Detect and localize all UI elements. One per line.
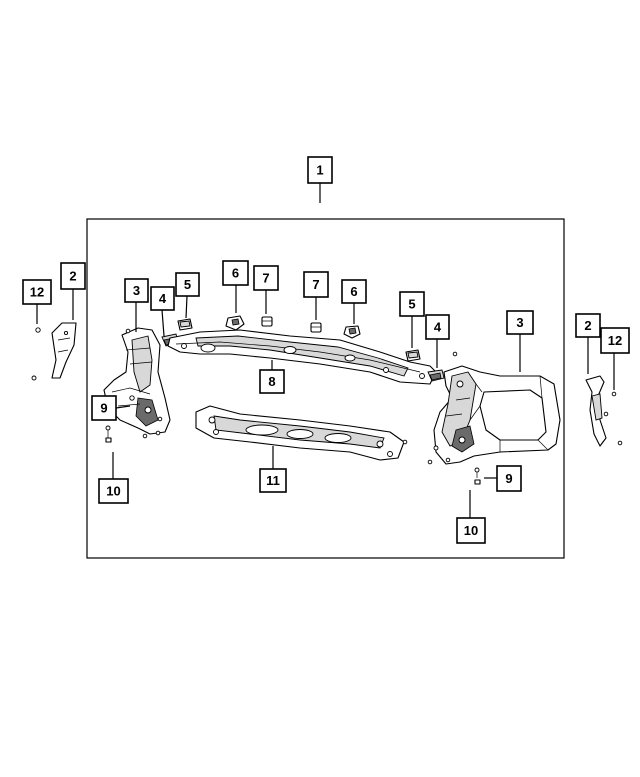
svg-text:4: 4 (159, 291, 167, 306)
part-8-upper-crossmember (167, 329, 437, 385)
svg-text:11: 11 (266, 473, 280, 488)
callout-6-right: 6 (341, 279, 367, 304)
part-4-right-clip (427, 351, 458, 382)
part-3-right-headlamp-bracket (427, 365, 561, 465)
callout-7-right: 7 (303, 271, 329, 298)
callout-8: 8 (259, 369, 285, 394)
svg-text:1: 1 (316, 163, 323, 178)
part-2-right-bracket (585, 375, 623, 447)
part-10-right-nut (474, 479, 481, 485)
part-5-left-clip-nut (177, 318, 193, 331)
leader-5-left (185, 295, 188, 319)
svg-text:5: 5 (184, 277, 191, 292)
svg-text:9: 9 (505, 471, 512, 486)
callout-9-right: 9 (496, 465, 522, 492)
callout-10-right: 10 (456, 517, 486, 544)
callout-5-right: 5 (399, 291, 425, 317)
part-10-left-nut (105, 437, 112, 443)
svg-text:5: 5 (408, 297, 415, 312)
part-11-lower-crossmember (195, 405, 408, 461)
callout-5-left: 5 (175, 272, 200, 297)
callout-3-left: 3 (124, 278, 149, 303)
callout-2-right: 2 (575, 313, 601, 338)
svg-text:7: 7 (312, 277, 319, 292)
part-9-left-screw (105, 425, 111, 438)
part-6-right-push-fastener (343, 325, 361, 339)
svg-text:12: 12 (608, 333, 622, 348)
callout-10-left: 10 (98, 478, 129, 504)
part-12-left-bracket (31, 322, 77, 381)
callout-9-left: 9 (91, 395, 117, 421)
callout-2-left: 2 (60, 262, 86, 290)
callout-7-left: 7 (253, 265, 279, 291)
svg-text:4: 4 (434, 320, 442, 335)
svg-text:6: 6 (350, 284, 357, 299)
callout-11: 11 (259, 468, 287, 493)
part-7-right-bumper (310, 322, 322, 333)
callout-1: 1 (307, 156, 333, 184)
callout-3-right: 3 (506, 310, 534, 335)
part-7-left-bumper (261, 316, 273, 327)
svg-text:12: 12 (30, 285, 44, 300)
svg-text:3: 3 (133, 283, 140, 298)
svg-text:2: 2 (69, 269, 76, 284)
svg-text:6: 6 (232, 266, 239, 281)
callout-12-left: 12 (22, 279, 52, 305)
leader-4-left (161, 309, 165, 337)
svg-text:8: 8 (268, 374, 275, 389)
callout-12-right: 12 (600, 327, 630, 354)
part-9-right-screw (474, 467, 480, 478)
svg-text:9: 9 (100, 401, 107, 416)
svg-text:2: 2 (584, 318, 591, 333)
callout-4-left: 4 (150, 286, 175, 311)
part-6-left-push-fastener (225, 315, 245, 331)
callout-6-left: 6 (222, 260, 249, 286)
callout-4-right: 4 (425, 314, 450, 340)
svg-text:7: 7 (262, 271, 269, 286)
assembly-frame (86, 218, 565, 559)
svg-text:3: 3 (516, 315, 523, 330)
svg-text:10: 10 (106, 484, 120, 499)
svg-text:10: 10 (464, 523, 478, 538)
part-5-right-clip-nut (405, 349, 421, 362)
leader-9-left (115, 405, 131, 409)
part-3-left-headlamp-bracket (103, 327, 171, 439)
